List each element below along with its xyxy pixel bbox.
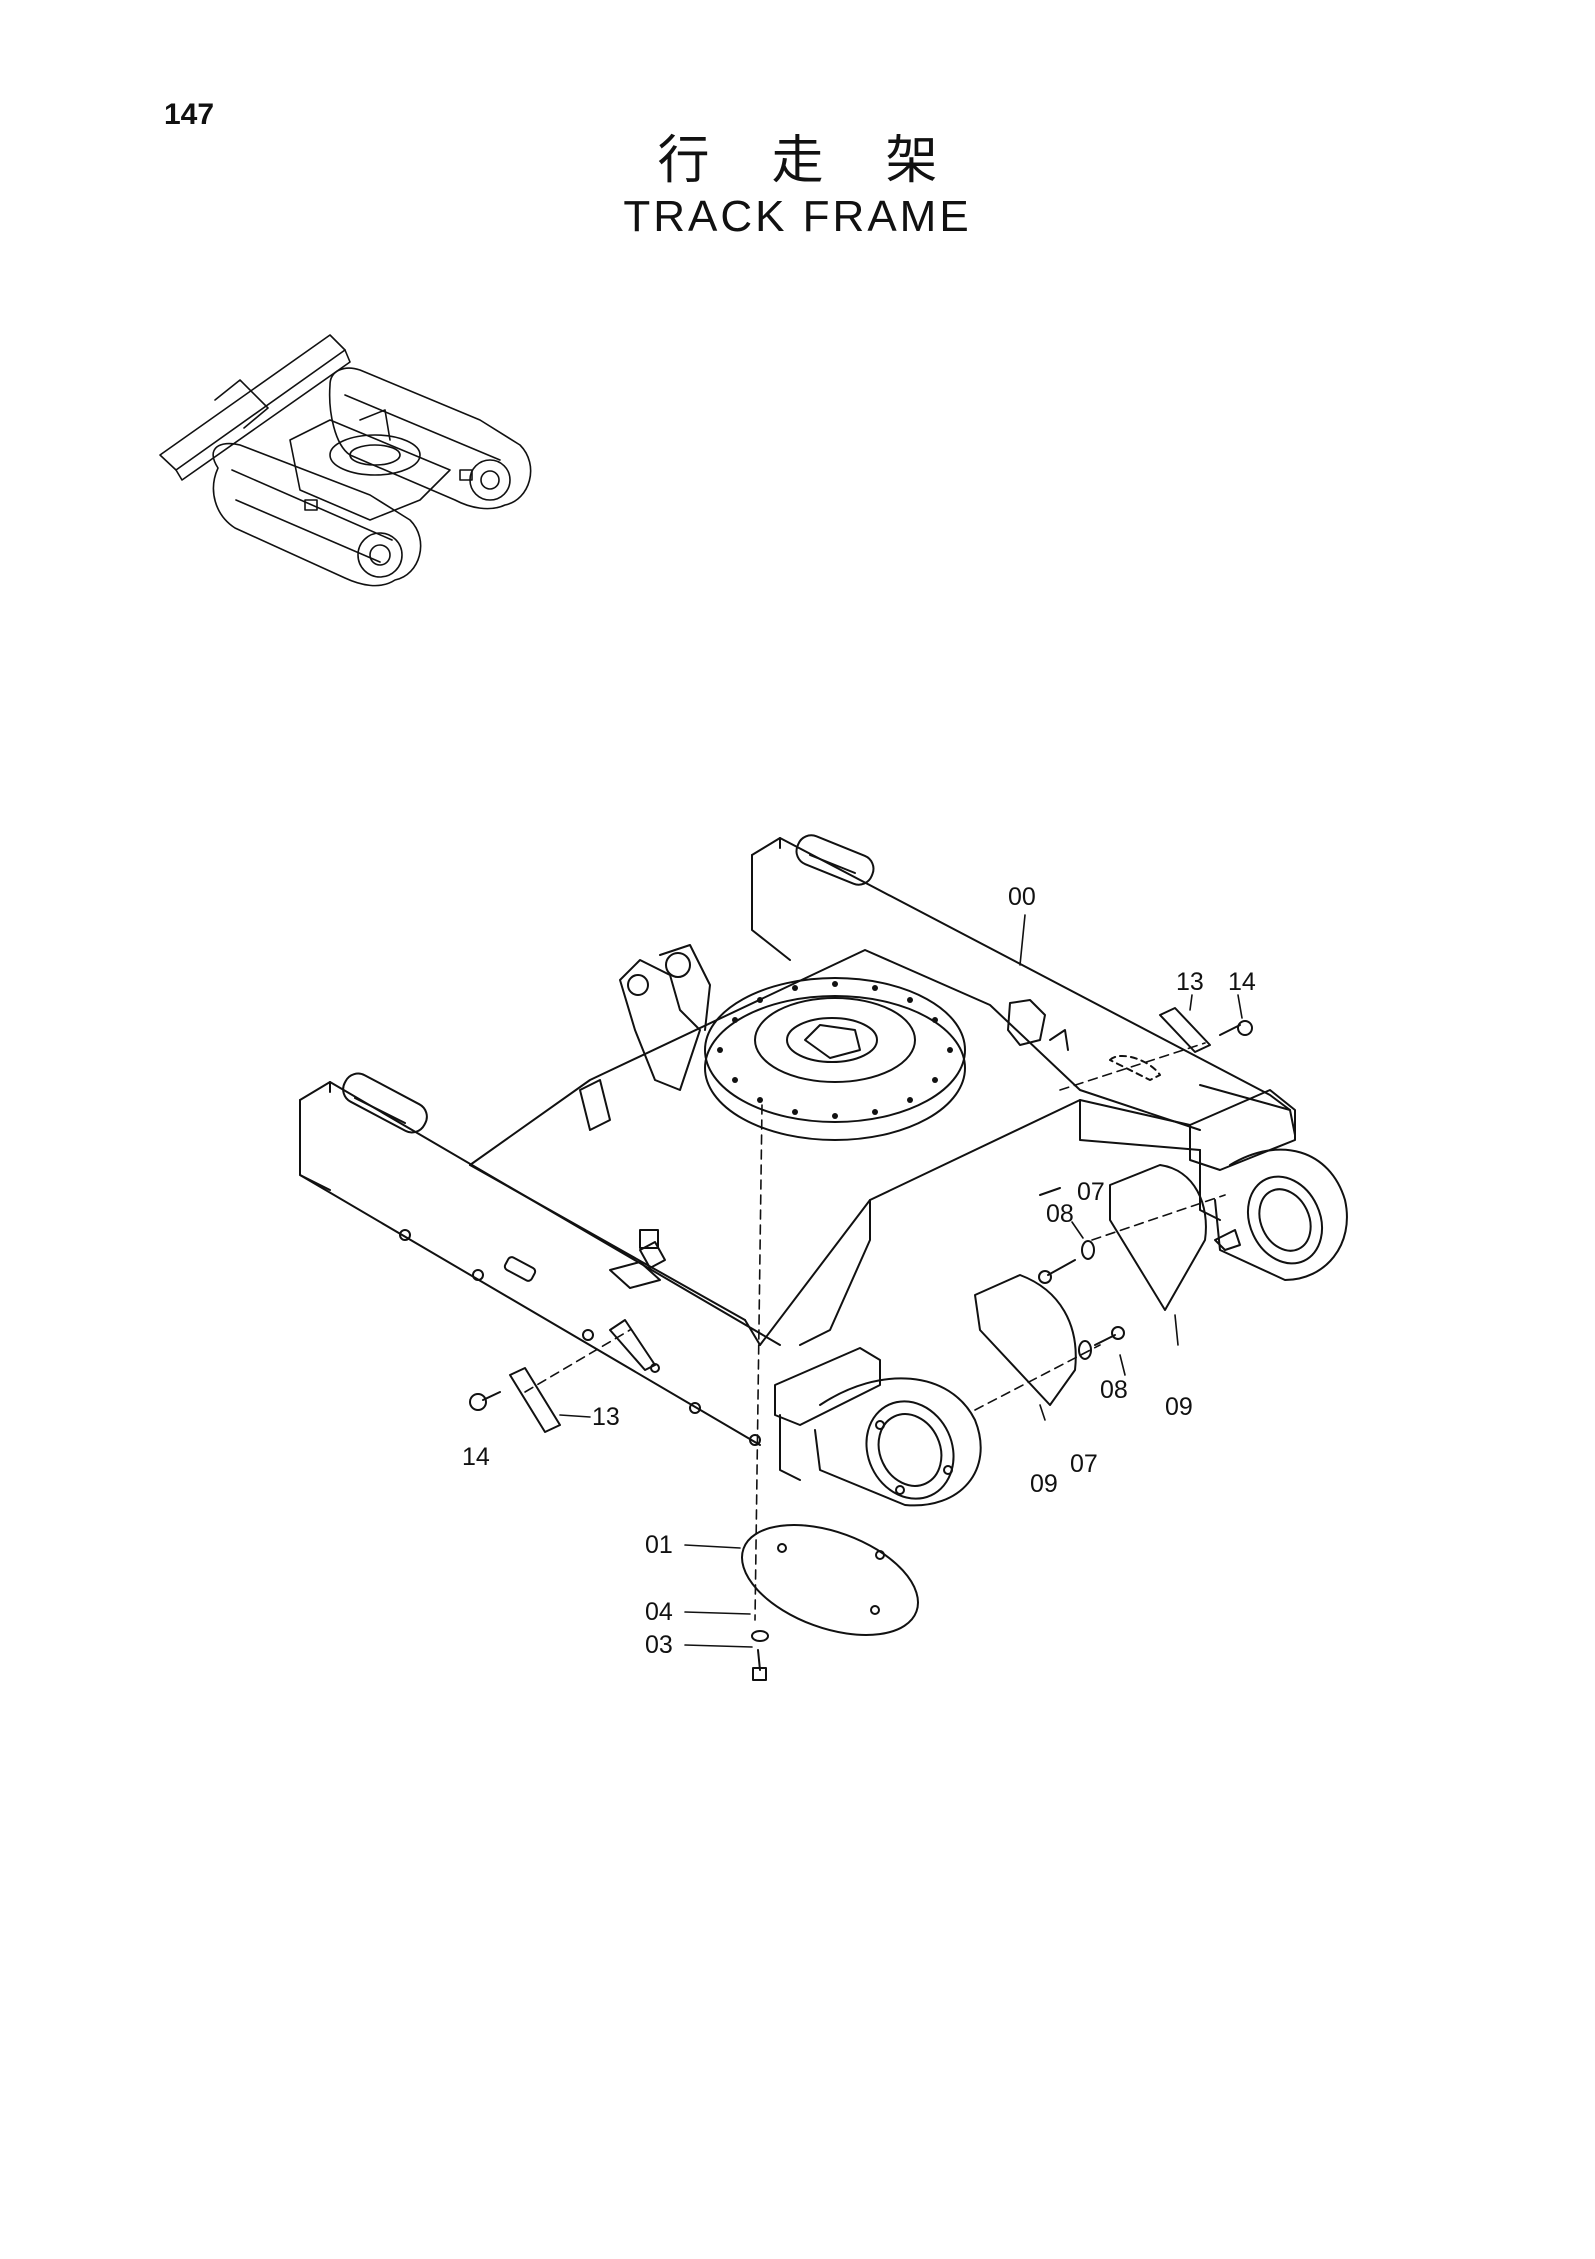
bolt-08-front [1094, 1326, 1125, 1346]
bottom-cover-01 [741, 1524, 919, 1636]
name-plate-13-right [1159, 1007, 1211, 1053]
cover-09-front [974, 1274, 1077, 1406]
callout-04: 04 [645, 1598, 673, 1626]
track-frame-body [299, 834, 1348, 1507]
callout-08-front: 08 [1100, 1376, 1128, 1404]
locator-thumbnail [159, 334, 532, 587]
callout-08-rear: 08 [1046, 1200, 1074, 1228]
title-chinese: 行走架 [657, 131, 1000, 191]
callout-07-front: 07 [1070, 1450, 1098, 1478]
callout-09-front: 09 [1030, 1470, 1058, 1498]
washer-07-rear [1081, 1240, 1095, 1260]
assembly-lines [524, 1042, 1226, 1621]
callouts: 00 13 14 08 07 14 13 08 09 09 07 01 04 0… [462, 883, 1256, 1659]
bolt-03 [752, 1649, 767, 1681]
bolt-14-right [1219, 1020, 1253, 1036]
cover-09-rear [1109, 1164, 1207, 1311]
leader-lines [559, 914, 1243, 1648]
callout-01: 01 [645, 1531, 673, 1559]
page-number: 147 [164, 98, 215, 131]
washer-07-front [1078, 1340, 1092, 1360]
callout-13-left: 13 [592, 1403, 620, 1431]
bolt-14-left [469, 1391, 501, 1411]
callout-07-rear: 07 [1077, 1178, 1105, 1206]
title-english: TRACK FRAME [623, 192, 972, 241]
callout-03: 03 [645, 1631, 673, 1659]
callout-14-left: 14 [462, 1443, 490, 1471]
callout-09-rear: 09 [1165, 1393, 1193, 1421]
bearing-bolt-holes [717, 981, 953, 1119]
callout-14-right: 14 [1228, 968, 1256, 996]
name-plate-13-left [509, 1367, 561, 1433]
bolt-08-rear [1038, 1259, 1076, 1284]
callout-13-right: 13 [1176, 968, 1204, 996]
callout-00: 00 [1008, 883, 1036, 911]
washer-04 [751, 1630, 769, 1642]
